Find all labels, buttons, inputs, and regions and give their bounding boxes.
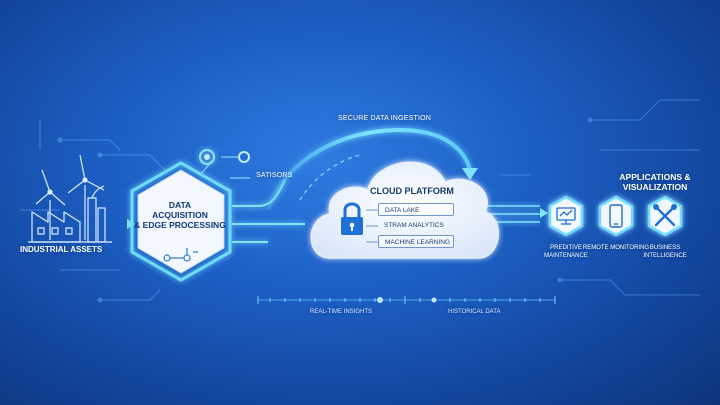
edge-label-line-1: DATA [168,200,192,210]
industrial-assets-label: INDUSTRIAL ASSETS [20,245,103,254]
tools-icon [654,205,676,227]
cloud-platform-title: CLOUD PLATFORM [370,186,454,196]
secure-data-ingestion-label: SECURE DATA INGESTION [338,115,432,122]
historical-data-label: HISTORICAL DATA [448,309,501,315]
app-predictive-maintenance-label: PREDITIVE MAINTENANCE [544,245,588,259]
cloud-item-machine-learning: MACHINE LEARNING [378,235,454,248]
cloud-item-stream-analytics: STRAM ANALYTICS [384,222,444,229]
applications-title: APPLICATIONS & VISUALIZATION [619,172,691,192]
app-remote-monitoring-label: REMOTE MONITORING [582,245,650,251]
lock-icon [341,202,363,235]
monitor-icon [556,207,576,225]
real-time-insights-label: REAL-TIME INSIGHTS [310,309,373,315]
edge-label-line-2: ACQUISITION [152,210,208,220]
sensors-label: SATISORS [256,172,293,179]
edge-label-line-3: & EDGE PROCESSING [134,220,226,230]
cloud-item-data-lake: DATA LAKE [378,203,454,216]
app-business-intelligence-label: BUSINESS INTELLIGENCE [643,245,687,259]
smartphone-icon [609,204,623,228]
edge-processing-label: DATA ACQUISITION & EDGE PROCESSING [132,200,228,230]
